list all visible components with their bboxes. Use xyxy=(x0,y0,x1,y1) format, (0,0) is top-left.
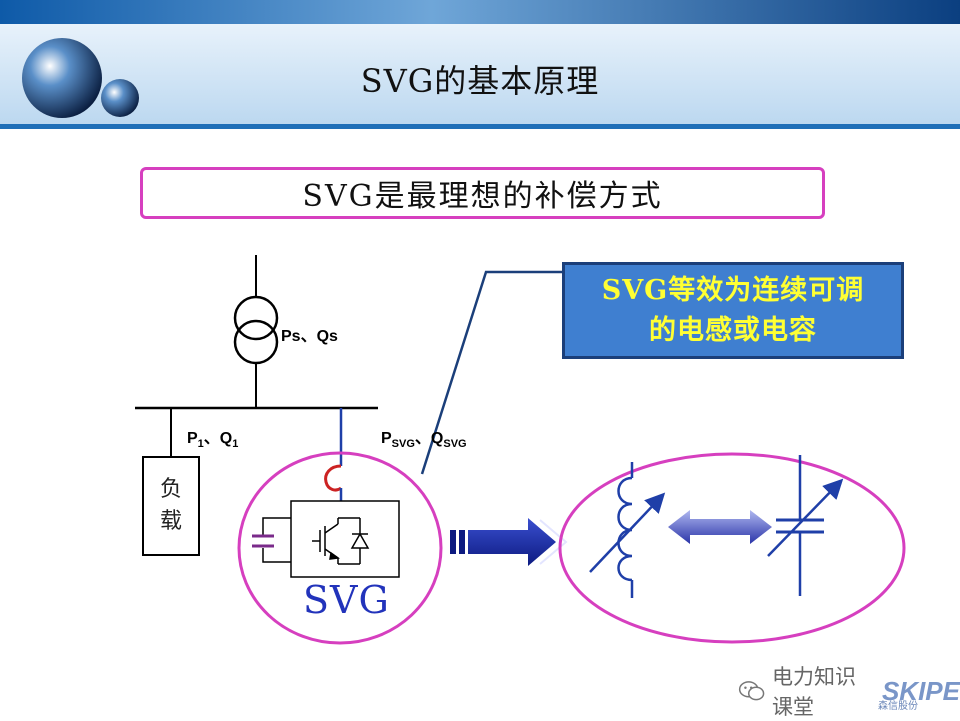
load-box: 负 载 xyxy=(142,456,200,556)
svg-device-outline xyxy=(237,451,443,645)
reactor-icon xyxy=(324,464,342,492)
orb-icon xyxy=(22,38,139,118)
watermark-text: 电力知识课堂 xyxy=(772,665,857,719)
igbt-icon xyxy=(312,517,370,565)
equivalence-arrow xyxy=(450,518,568,566)
converter-box xyxy=(290,500,400,578)
transformer-upper-coil xyxy=(233,295,279,341)
load-char-1: 负 xyxy=(159,477,182,502)
page-title: SVG的基本原理 xyxy=(360,62,600,100)
subtitle-text: SVG是最理想的补偿方式 xyxy=(302,179,663,214)
header-band xyxy=(0,0,960,129)
wechat-icon xyxy=(738,681,765,701)
watermark: 电力知识课堂 SKIPE xyxy=(738,661,960,721)
load-flow-label: P1、Q1 xyxy=(187,430,239,451)
subtitle-box: SVG是最理想的补偿方式 xyxy=(140,167,825,219)
variable-capacitor-icon xyxy=(767,455,844,596)
transformer-lower-coil xyxy=(233,319,279,365)
equivalence-note: SVG等效为连续可调 的电感或电容 xyxy=(562,262,904,359)
callout-line xyxy=(420,270,562,475)
capacitor-icon xyxy=(252,534,274,548)
note-line-2: 的电感或电容 xyxy=(649,315,817,346)
company-logo-sub: 森信股份 xyxy=(878,701,918,712)
variable-inductor-icon xyxy=(589,462,666,598)
equivalent-outline xyxy=(558,452,906,644)
source-flow-label: Ps、Qs xyxy=(281,328,338,345)
double-arrow-icon xyxy=(668,510,772,544)
svg-device-label: SVG xyxy=(303,578,390,622)
load-char-2: 载 xyxy=(159,509,182,534)
company-logo: SKIPE xyxy=(881,675,960,706)
note-line-1: SVG等效为连续可调 xyxy=(601,275,865,306)
svg-flow-label: PSVG、QSVG xyxy=(381,430,467,451)
